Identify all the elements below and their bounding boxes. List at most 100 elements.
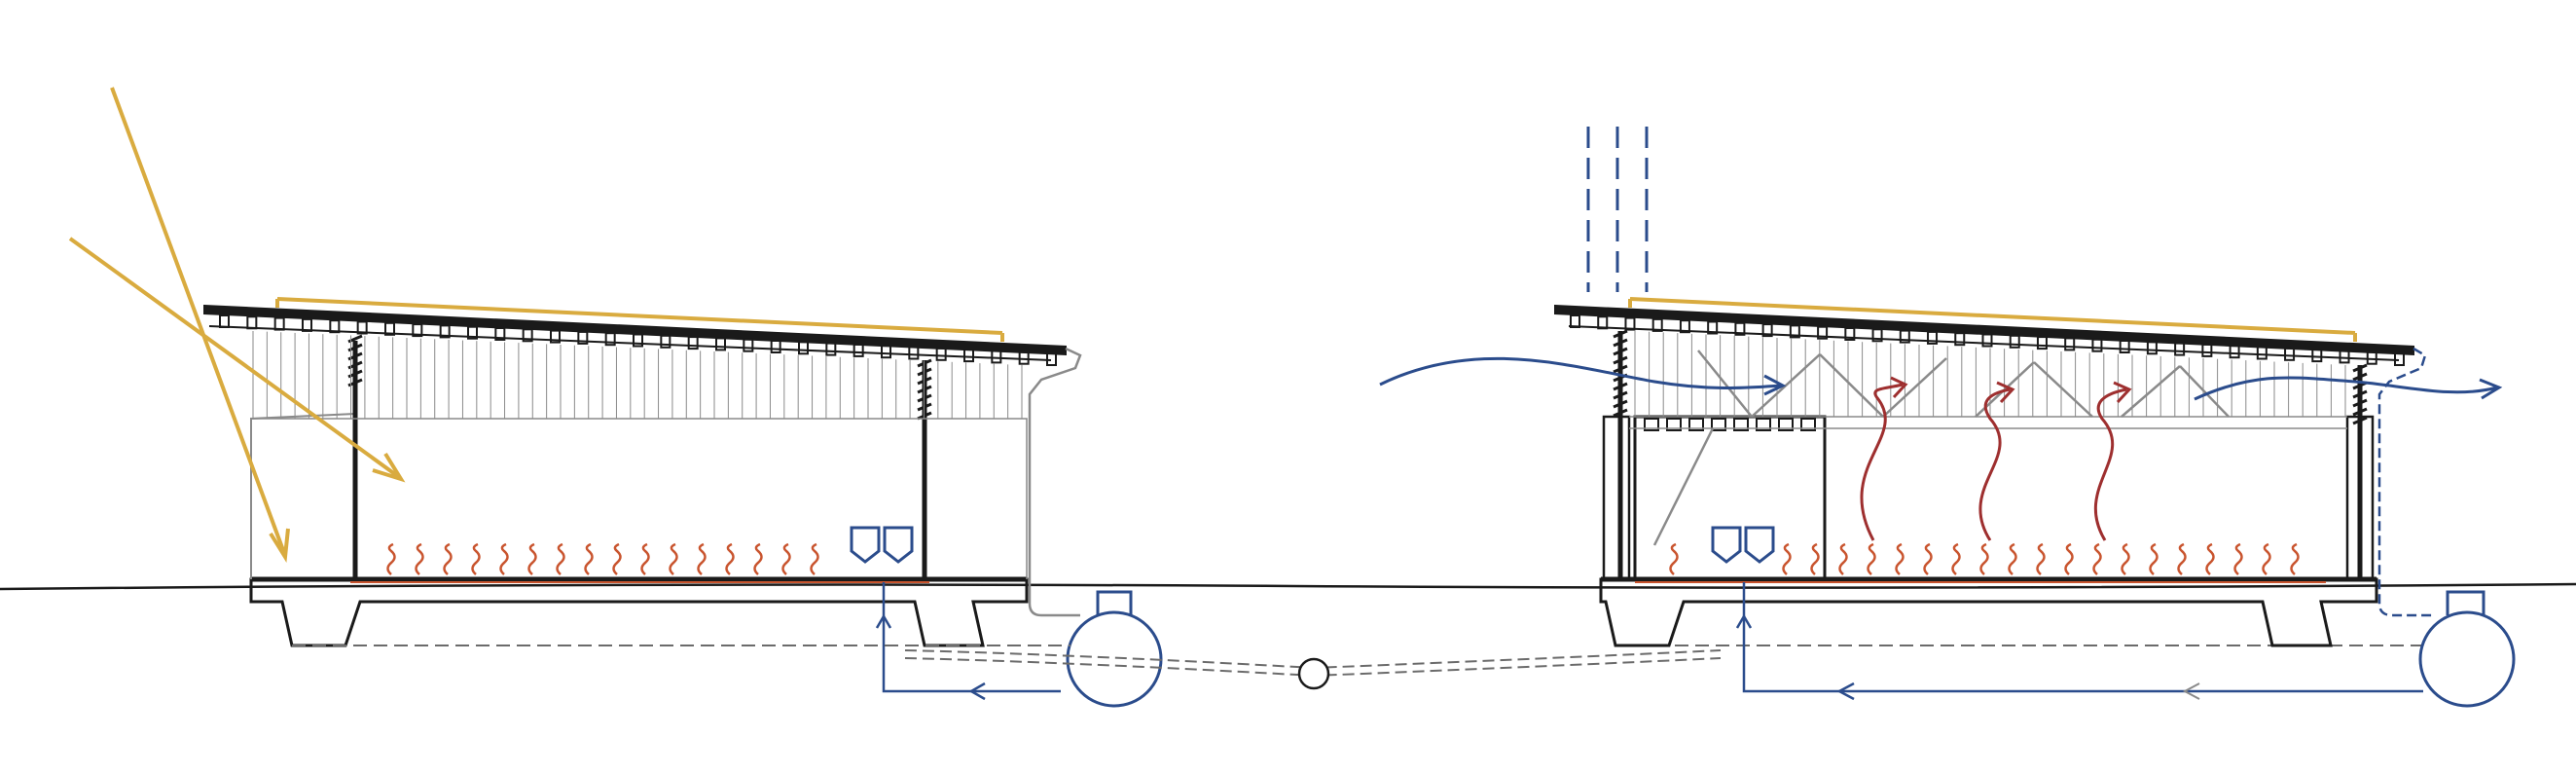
right-mezzanine-beams xyxy=(1644,418,1816,431)
heat-wave-icon xyxy=(499,542,509,575)
right-cistern-neck xyxy=(2446,590,2485,615)
rafter xyxy=(2146,341,2158,355)
rafter xyxy=(1679,319,1690,334)
left-building-section xyxy=(203,297,1082,647)
left-radiant-heat xyxy=(386,542,819,575)
rafter xyxy=(522,328,533,343)
rafter xyxy=(384,321,395,336)
pier-hatch xyxy=(1613,347,1628,356)
rafter xyxy=(2201,343,2213,357)
rafter xyxy=(2174,342,2186,356)
rafter xyxy=(219,314,230,328)
mezzanine-beam xyxy=(1688,418,1704,431)
heat-wave-icon xyxy=(2008,542,2017,575)
sun-ray-1-head xyxy=(269,528,290,563)
rafter xyxy=(302,317,312,332)
rafter xyxy=(2064,337,2076,351)
pier-hatch xyxy=(1613,399,1628,409)
heat-wave-icon xyxy=(556,542,565,575)
left-ceiling xyxy=(251,418,1028,579)
heat-wave-icon xyxy=(1782,542,1792,575)
right-roof xyxy=(1554,304,2414,356)
right-downpipe xyxy=(2377,347,2433,617)
rafter xyxy=(1927,330,1939,345)
pier-hatch xyxy=(2352,389,2368,399)
pier-hatch xyxy=(917,402,932,412)
heat-wave-icon xyxy=(781,542,791,575)
rafter xyxy=(273,316,285,331)
heat-wave-icon xyxy=(1838,542,1848,575)
rafter xyxy=(439,324,451,339)
rafter xyxy=(1734,321,1746,336)
right-drain-marker-1 xyxy=(1711,526,1742,564)
rafter xyxy=(1954,332,1966,347)
rafter xyxy=(798,341,809,355)
heat-wave-icon xyxy=(2290,542,2300,575)
heat-wave-icon xyxy=(2149,542,2159,575)
rafter xyxy=(908,346,920,360)
rafter xyxy=(1761,323,1773,338)
right-roof-trusses xyxy=(1634,331,2346,546)
rafter xyxy=(356,320,368,335)
rafter xyxy=(881,345,891,359)
rafter xyxy=(1844,327,1856,341)
rafter xyxy=(660,334,671,349)
left-pipe-arrow xyxy=(968,682,986,701)
truss-brace xyxy=(2179,365,2230,418)
rafter xyxy=(991,350,1002,364)
mezzanine-beam xyxy=(1733,418,1749,431)
left-water-pipe xyxy=(882,615,1061,693)
rafter xyxy=(2366,350,2377,365)
left-cistern-neck xyxy=(1096,590,1133,615)
rafter xyxy=(963,349,974,363)
heat-wave-icon xyxy=(2121,542,2130,575)
heat-wave-icon xyxy=(1867,542,1876,575)
pier-hatch xyxy=(1613,355,1628,365)
heat-wave-icon xyxy=(2205,542,2215,575)
heat-wave-icon xyxy=(527,542,537,575)
rafter xyxy=(1981,333,1993,348)
rafter xyxy=(1789,324,1800,339)
heat-wave-icon xyxy=(1895,542,1905,575)
heat-wave-icon xyxy=(2262,542,2271,575)
mezzanine-beam xyxy=(1644,418,1659,431)
right-drain-marker-2 xyxy=(1744,526,1775,564)
pier-hatch xyxy=(2352,372,2368,382)
warm-air-arrow-1 xyxy=(1860,383,1904,541)
pier-hatch xyxy=(1613,408,1628,418)
right-foundation xyxy=(1599,577,2378,647)
heat-wave-icon xyxy=(810,542,819,575)
rafter xyxy=(935,347,947,361)
rafter xyxy=(412,323,423,338)
warm-air-arrow-3 xyxy=(2093,387,2127,541)
heat-wave-icon xyxy=(640,542,650,575)
right-radiant-heat xyxy=(1669,542,2300,575)
rafter xyxy=(2311,349,2323,363)
right-west-wall xyxy=(1602,415,1631,581)
rafter xyxy=(329,319,341,334)
left-solar-panels xyxy=(275,297,1004,342)
left-foundation xyxy=(249,577,1029,647)
heat-wave-icon xyxy=(415,542,424,575)
rafter xyxy=(604,332,616,347)
rafter xyxy=(1046,352,1057,366)
warm-air-arrow-3-head xyxy=(2113,381,2132,404)
mezzanine-beam xyxy=(1778,418,1794,431)
heat-wave-icon xyxy=(584,542,594,575)
pier-hatch xyxy=(917,358,932,368)
rafter xyxy=(715,337,726,351)
rafter xyxy=(1597,315,1609,330)
central-manhole xyxy=(1297,657,1330,690)
mezzanine-beam xyxy=(1756,418,1771,431)
left-roof xyxy=(203,304,1067,356)
rafter xyxy=(825,342,837,356)
truss-brace xyxy=(1882,357,1947,418)
pier-hatch xyxy=(2352,398,2368,408)
heat-wave-icon xyxy=(2233,542,2243,575)
rafter xyxy=(1570,314,1580,328)
heat-wave-icon xyxy=(1923,542,1933,575)
warm-air-arrow-2 xyxy=(1978,387,2011,541)
heat-wave-icon xyxy=(443,542,453,575)
rafter xyxy=(1899,329,1910,344)
